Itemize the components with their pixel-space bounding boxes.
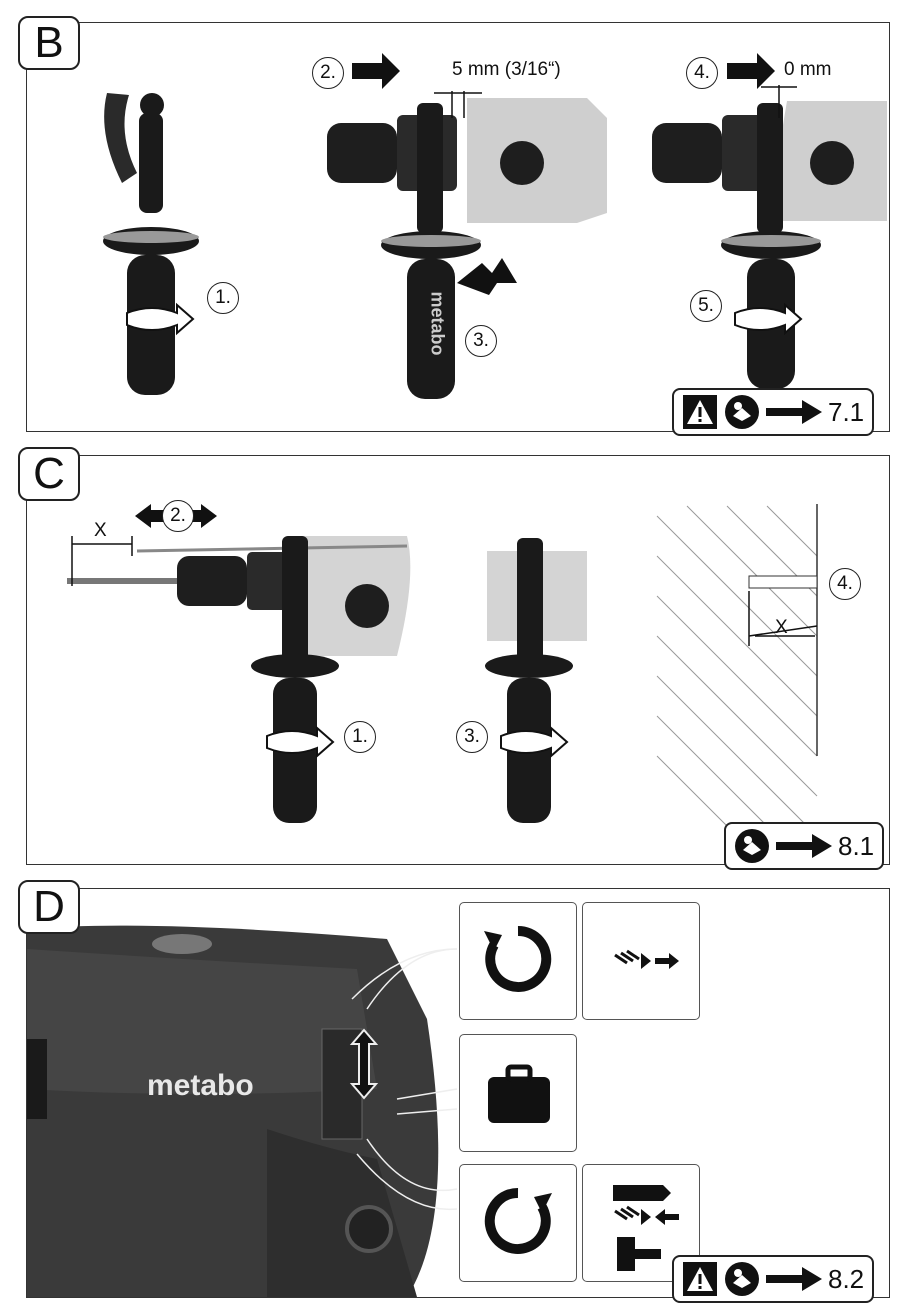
ref-d-number: 8.2	[828, 1263, 865, 1294]
step-b-2: 2.	[312, 57, 344, 89]
gap-label-5mm: 5 mm (3/16“)	[452, 59, 561, 80]
side-handle-detached	[103, 93, 199, 395]
step-c-3: 3.	[456, 721, 488, 753]
arrow-right-icon	[766, 400, 822, 424]
rotation-right-card	[459, 902, 577, 1020]
panel-b: metabo	[26, 22, 890, 432]
panel-b-label: B	[18, 16, 80, 70]
hammer-drill-icon	[613, 1185, 679, 1271]
step-c-4: 4.	[829, 568, 861, 600]
depth-label-x: X	[94, 520, 107, 541]
warning-icon	[683, 1262, 717, 1296]
gap-label-0mm: 0 mm	[784, 59, 832, 80]
drill-body-illustration	[27, 925, 458, 1297]
rotate-clockwise-icon	[484, 925, 552, 992]
panel-d: metabo	[26, 888, 890, 1298]
step-c-2: 2.	[162, 500, 194, 532]
panel-c	[26, 455, 890, 865]
step-c-1: 1.	[344, 721, 376, 753]
warning-icon	[683, 395, 717, 429]
handle-brand-text: metabo	[427, 291, 448, 356]
arrow-right-icon	[776, 834, 832, 858]
drill-brand-logo: metabo	[147, 1069, 254, 1102]
panel-c-illustration	[67, 504, 818, 847]
step-b-1: 1.	[207, 282, 239, 314]
drill-handle-3	[485, 538, 587, 823]
ref-c-number: 8.1	[838, 830, 875, 861]
read-manual-icon	[725, 1262, 759, 1296]
read-manual-icon	[735, 829, 769, 863]
case-icon	[488, 1064, 550, 1123]
selector-callout-lines	[351, 948, 458, 1211]
step-b-5: 5.	[690, 290, 722, 322]
panel-b-illustration	[103, 53, 887, 399]
drill-chuck-with-handle-2	[327, 98, 607, 399]
drill-bit-icon	[614, 949, 679, 969]
read-manual-icon	[725, 395, 759, 429]
drill-chuck-with-handle-4	[652, 101, 887, 389]
wall-hatch	[656, 505, 818, 847]
ref-box-b: 7.1	[672, 388, 875, 436]
ref-box-d: 8.2	[672, 1255, 875, 1303]
panel-d-label: D	[18, 880, 80, 934]
arrow-right-icon	[766, 1267, 822, 1291]
panel-c-label: C	[18, 447, 80, 501]
depth-dimension-lines	[71, 536, 818, 646]
drill-with-depth-stop	[67, 536, 411, 823]
ref-b-number: 7.1	[828, 396, 865, 427]
transport-lock-card	[459, 1034, 577, 1152]
rotate-counterclockwise-icon	[484, 1187, 552, 1254]
panel-b-arrows	[352, 53, 775, 295]
gap-dimension-lines	[434, 85, 797, 118]
step-b-4: 4.	[686, 57, 718, 89]
step-b-3: 3.	[465, 325, 497, 357]
ref-box-c: 8.1	[724, 822, 885, 870]
depth-label-x-wall: X	[775, 617, 788, 638]
drilling-mode-card	[582, 902, 700, 1020]
rotation-left-card	[459, 1164, 577, 1282]
